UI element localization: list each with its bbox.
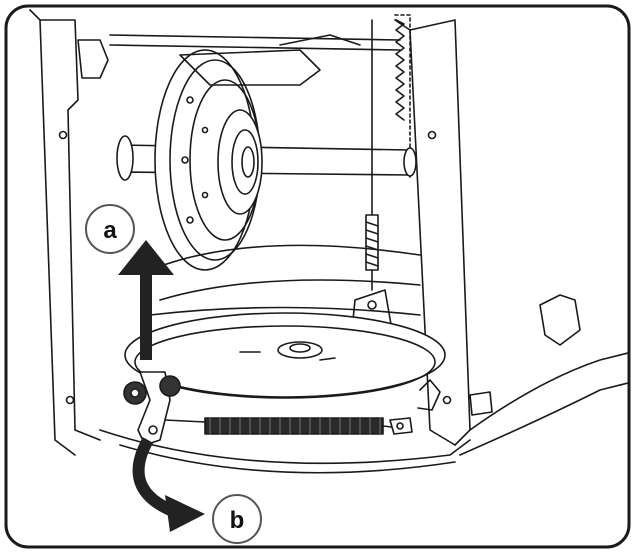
upper-bracket	[179, 34, 361, 86]
gear-teeth	[395, 19, 405, 121]
bolt-nut	[123, 375, 181, 405]
left-frame-plate	[29, 9, 109, 456]
top-crossbar	[109, 34, 401, 51]
auger-shaft	[116, 135, 417, 181]
spring-hook	[417, 379, 441, 411]
arrow-up	[118, 240, 174, 360]
callout-b: b	[212, 494, 262, 544]
lower-pulley	[124, 312, 446, 399]
tension-spring	[164, 417, 413, 435]
arrow-curved	[132, 437, 205, 532]
drive-pulley	[154, 49, 263, 271]
callout-b-label: b	[230, 507, 245, 534]
idler-spring-upper	[365, 214, 379, 291]
auger-housing	[99, 294, 629, 474]
diagram-border	[4, 4, 631, 549]
callout-a-label: a	[103, 217, 117, 244]
callout-a: a	[85, 204, 135, 254]
drive-belt	[149, 244, 421, 316]
